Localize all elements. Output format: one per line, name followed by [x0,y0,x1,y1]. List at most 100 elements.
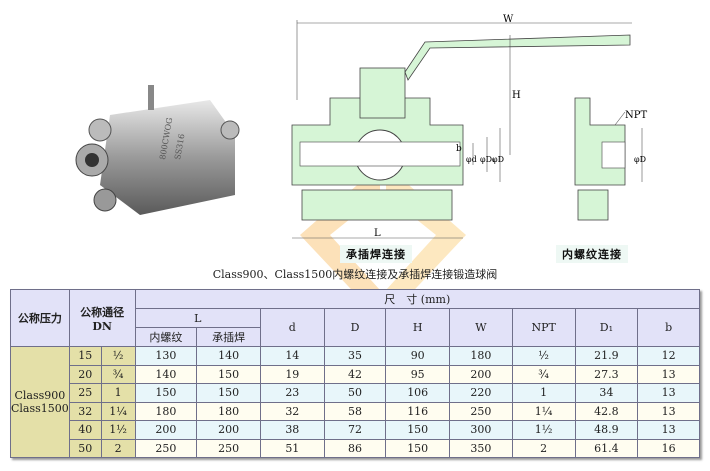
cell-l-thread: 250 [134,438,198,458]
dim-label-outer-d: φD [492,155,504,164]
cell-dn: 15 [68,346,102,366]
cell-inch: 1½ [100,420,136,440]
header-dimensions: 尺 寸 (mm) [134,289,701,309]
header-b: b [637,308,700,347]
header-d1: D₁ [574,308,639,347]
cell-w: 220 [449,383,513,403]
dim-label-w: W [503,14,514,25]
cell-inch: 1¼ [100,401,136,421]
cell-l-socket: 200 [196,420,261,440]
header-dn-unit: DN [92,319,112,333]
cell-h: 90 [385,346,451,366]
cell-l-socket: 250 [196,438,261,458]
cell-npt: 1½ [511,420,576,440]
dim-label-npt: NPT [625,110,647,121]
dim-label-d1: φD₁ [480,155,495,164]
cell-d1: 34 [574,383,639,403]
valve-drawing: W H NPT b φd φD₁ φD φD L [291,14,647,239]
header-dn-label: 公称通径 [80,305,125,319]
dim-label-b: b [456,144,462,154]
cell-npt: ½ [511,346,576,366]
cell-d1: 27.3 [574,364,639,384]
header-d: d [259,308,325,347]
cell-d: 14 [259,346,325,366]
cell-d: 51 [259,438,325,458]
cell-npt: 1¼ [511,401,576,421]
cell-dn: 25 [68,383,102,403]
cell-w: 200 [449,364,513,384]
header-l-thread: 内螺纹 [134,327,198,347]
cell-w: 350 [449,438,513,458]
cell-d: 72 [323,420,387,440]
cell-d: 42 [323,364,387,384]
header-pressure: 公称压力 [10,289,70,347]
cell-dn: 32 [68,401,102,421]
cell-l-thread: 140 [134,364,198,384]
caption-socket-weld: 承插焊连接 [340,245,412,263]
cell-d: 35 [323,346,387,366]
header-npt: NPT [511,308,576,347]
cell-d1: 61.4 [574,438,639,458]
cell-l-socket: 180 [196,401,261,421]
cell-w: 180 [449,346,513,366]
table-title: Class900、Class1500内螺纹连接及承插焊连接锻造球阀 [212,268,498,281]
pressure-class: Class900 [14,389,66,402]
cell-l-thread: 180 [134,401,198,421]
cell-h: 106 [385,383,451,403]
cell-d1: 48.9 [574,420,639,440]
cell-dn: 20 [68,364,102,384]
cell-dn: 50 [68,438,102,458]
cell-b: 13 [637,383,700,403]
cell-l-thread: 130 [134,346,198,366]
cell-d: 50 [323,383,387,403]
cell-b: 13 [637,364,700,384]
cell-d: 32 [259,401,325,421]
cell-inch: ½ [100,346,136,366]
cell-inch: 2 [100,438,136,458]
dim-label-l: L [374,228,381,239]
cell-d: 58 [323,401,387,421]
cell-w: 250 [449,401,513,421]
cell-b: 13 [637,420,700,440]
header-l-socket: 承插焊 [196,327,261,347]
cell-l-thread: 150 [134,383,198,403]
dim-label-h: H [512,90,521,101]
caption-thread: 内螺纹连接 [556,245,628,263]
dim-label-d: φd [466,155,477,164]
header-outer-d: D [323,308,387,347]
header-h: H [385,308,451,347]
cell-b: 12 [637,346,700,366]
header-w: W [449,308,513,347]
cell-npt: 1 [511,383,576,403]
cell-npt: 2 [511,438,576,458]
cell-h: 150 [385,420,451,440]
cell-l-thread: 200 [134,420,198,440]
cell-d1: 42.8 [574,401,639,421]
cell-dn: 40 [68,420,102,440]
cell-d: 86 [323,438,387,458]
cell-l-socket: 140 [196,346,261,366]
cell-d: 23 [259,383,325,403]
cell-h: 150 [385,438,451,458]
cell-d: 19 [259,364,325,384]
dim-label-thread-d: φD [634,155,646,164]
cell-b: 13 [637,401,700,421]
cell-b: 16 [637,438,700,458]
cell-h: 116 [385,401,451,421]
cell-l-socket: 150 [196,364,261,384]
valve-photo: 800CWOG SS316 [75,85,240,215]
cell-d: 38 [259,420,325,440]
cell-npt: ¾ [511,364,576,384]
cell-h: 95 [385,364,451,384]
cell-l-socket: 150 [196,383,261,403]
